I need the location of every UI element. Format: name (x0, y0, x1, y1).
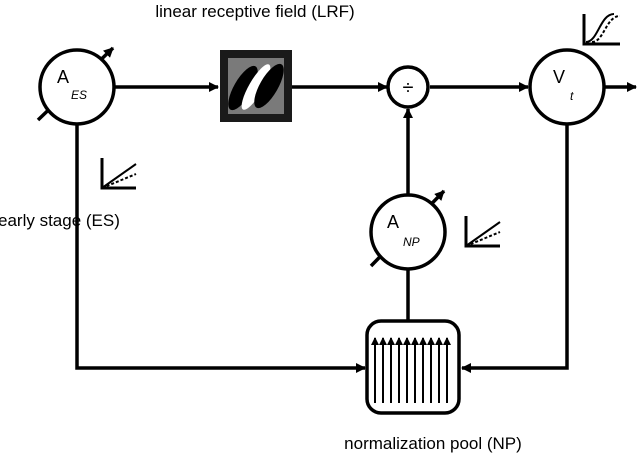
arrow-es-to-pool (75, 124, 366, 373)
aes-gain-node: A ES (36, 46, 116, 126)
gabor-filter-icon (228, 63, 284, 111)
early-stage-label: early stage (ES) (0, 211, 120, 230)
arrow-vt-to-pool (461, 124, 569, 373)
vt-node: V t (528, 48, 606, 126)
normalization-pool-box (365, 319, 461, 415)
divide-node: ÷ (386, 65, 430, 109)
linear-function-icon-np (464, 216, 501, 248)
divide-symbol: ÷ (403, 77, 414, 99)
vt-sub-label: t (570, 89, 574, 103)
aes-sub-label: ES (71, 88, 87, 102)
anp-sub-label: NP (403, 235, 420, 249)
vt-main-label: V (553, 67, 565, 87)
anp-gain-node: A NP (369, 189, 447, 271)
lrf-label: linear receptive field (LRF) (155, 2, 354, 21)
aes-main-label: A (57, 67, 69, 87)
sigmoid-function-icon (582, 13, 621, 46)
linear-function-icon-es (100, 158, 137, 190)
pool-arrows-icon (371, 337, 451, 403)
anp-main-label: A (387, 212, 399, 232)
lrf-box (220, 50, 292, 122)
normalization-pool-label: normalization pool (NP) (344, 434, 522, 453)
